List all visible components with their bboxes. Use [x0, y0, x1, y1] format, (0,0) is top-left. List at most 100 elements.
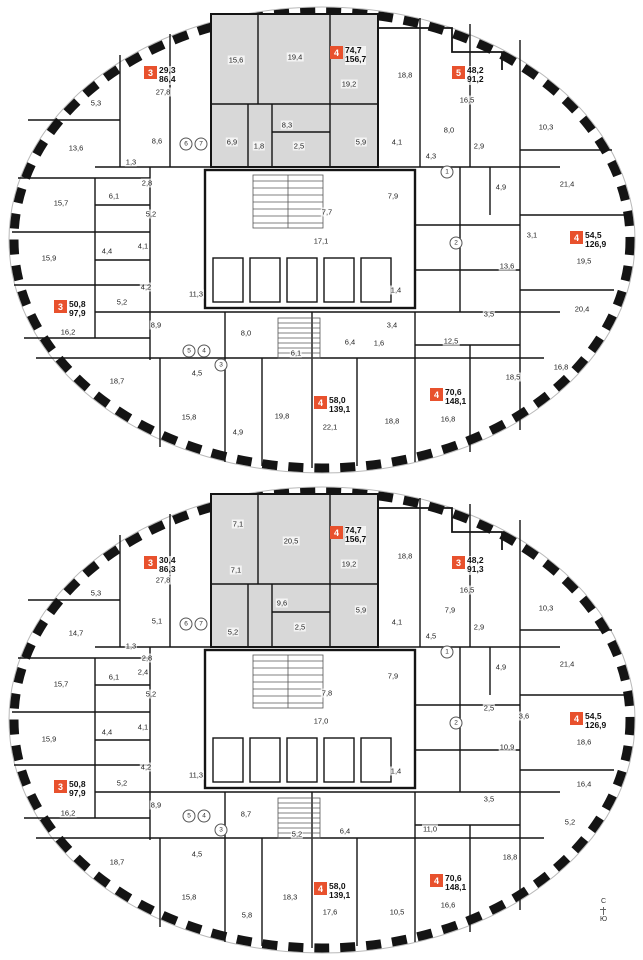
- unit-living-area: 50,8: [69, 299, 86, 309]
- unit-rooms-badge: 3: [54, 300, 67, 313]
- room-area-label: 5,2: [115, 297, 129, 307]
- room-area-label: 22,1: [321, 422, 339, 432]
- room-area-label: 5,9: [354, 137, 368, 147]
- room-area-label: 10,9: [498, 742, 516, 752]
- room-area-label: 3,1: [525, 230, 539, 240]
- room-area-label: 8,9: [149, 320, 163, 330]
- unit-rooms-badge: 3: [54, 780, 67, 793]
- room-area-label: 16,2: [59, 808, 77, 818]
- room-area-label: 2,5: [482, 703, 496, 713]
- room-area-label: 6,1: [107, 191, 121, 201]
- room-area-label: 19,5: [575, 256, 593, 266]
- unit-living-area: 48,2: [467, 65, 484, 75]
- room-area-label: 8,0: [442, 125, 456, 135]
- unit-rooms-badge: 4: [430, 388, 443, 401]
- room-area-label: 19,4: [286, 52, 304, 62]
- room-area-label: 8,0: [239, 328, 253, 338]
- unit-total-area: 156,7: [345, 54, 367, 65]
- unit-living-area: 70,6: [445, 873, 462, 883]
- unit-living-area: 48,2: [467, 555, 484, 565]
- section-marker: 3: [214, 823, 228, 837]
- room-area-label: 16,2: [59, 327, 77, 337]
- room-area-label: 7,7: [320, 207, 334, 217]
- room-area-label: 18,8: [383, 416, 401, 426]
- room-area-label: 10,3: [537, 122, 555, 132]
- room-area-label: 1,3: [124, 641, 138, 651]
- room-area-label: 6,4: [343, 337, 357, 347]
- room-area-label: 7,1: [229, 565, 243, 575]
- room-area-label: 15,9: [40, 734, 58, 744]
- room-area-label: 19,2: [340, 79, 358, 89]
- unit-total-area: 97,9: [69, 788, 86, 799]
- section-marker: 7: [194, 617, 208, 631]
- room-area-label: 20,4: [573, 304, 591, 314]
- room-area-label: 5,3: [89, 98, 103, 108]
- unit-rooms-badge: 4: [330, 526, 343, 539]
- room-area-label: 15,7: [52, 198, 70, 208]
- room-area-label: 18,7: [108, 376, 126, 386]
- room-area-label: 18,3: [281, 892, 299, 902]
- room-area-label: 5,2: [144, 209, 158, 219]
- unit-living-area: 54,5: [585, 711, 602, 721]
- room-area-label: 16,8: [552, 362, 570, 372]
- room-area-label: 13,6: [67, 143, 85, 153]
- section-marker: 4: [197, 809, 211, 823]
- unit-rooms-badge: 4: [314, 396, 327, 409]
- room-area-label: 5,2: [226, 627, 240, 637]
- unit-living-area: 54,5: [585, 230, 602, 240]
- section-marker: 2: [449, 716, 463, 730]
- room-area-label: 1,4: [389, 285, 403, 295]
- room-area-label: 7,1: [231, 519, 245, 529]
- room-area-label: 11,3: [187, 289, 205, 299]
- room-area-label: 18,7: [108, 857, 126, 867]
- room-area-label: 3,6: [517, 711, 531, 721]
- room-area-label: 3,5: [482, 309, 496, 319]
- room-area-label: 11,0: [421, 824, 439, 834]
- room-area-label: 18,8: [501, 852, 519, 862]
- room-area-label: 8,6: [150, 136, 164, 146]
- section-marker: 6: [179, 137, 193, 151]
- room-area-label: 4,1: [136, 722, 150, 732]
- room-area-label: 17,6: [321, 907, 339, 917]
- room-area-label: 14,7: [67, 628, 85, 638]
- room-area-label: 8,7: [239, 809, 253, 819]
- compass-south-label: Ю: [600, 915, 608, 923]
- unit-total-area: 91,2: [467, 74, 484, 85]
- unit-total-area: 97,9: [69, 308, 86, 319]
- room-area-label: 1,3: [124, 157, 138, 167]
- room-area-label: 15,6: [227, 55, 245, 65]
- section-marker: 5: [182, 809, 196, 823]
- room-area-label: 6,9: [225, 137, 239, 147]
- section-marker: 3: [214, 358, 228, 372]
- room-area-label: 5,2: [115, 778, 129, 788]
- unit-rooms-badge: 5: [452, 66, 465, 79]
- room-area-label: 16,8: [439, 414, 457, 424]
- room-area-label: 18,8: [396, 70, 414, 80]
- room-area-label: 4,5: [424, 631, 438, 641]
- room-area-label: 4,9: [494, 662, 508, 672]
- room-area-label: 18,8: [396, 551, 414, 561]
- unit-total-area: 91,3: [467, 564, 484, 575]
- room-area-label: 2,9: [472, 622, 486, 632]
- unit-rooms-badge: 3: [144, 556, 157, 569]
- section-marker: 7: [194, 137, 208, 151]
- room-area-label: 4,4: [100, 727, 114, 737]
- room-area-label: 7,9: [386, 671, 400, 681]
- section-marker: 4: [197, 344, 211, 358]
- section-marker: 1: [440, 165, 454, 179]
- room-area-label: 10,5: [388, 907, 406, 917]
- room-area-label: 27,8: [154, 575, 172, 585]
- unit-rooms-badge: 3: [144, 66, 157, 79]
- room-area-label: 2,4: [136, 667, 150, 677]
- room-area-label: 4,2: [139, 762, 153, 772]
